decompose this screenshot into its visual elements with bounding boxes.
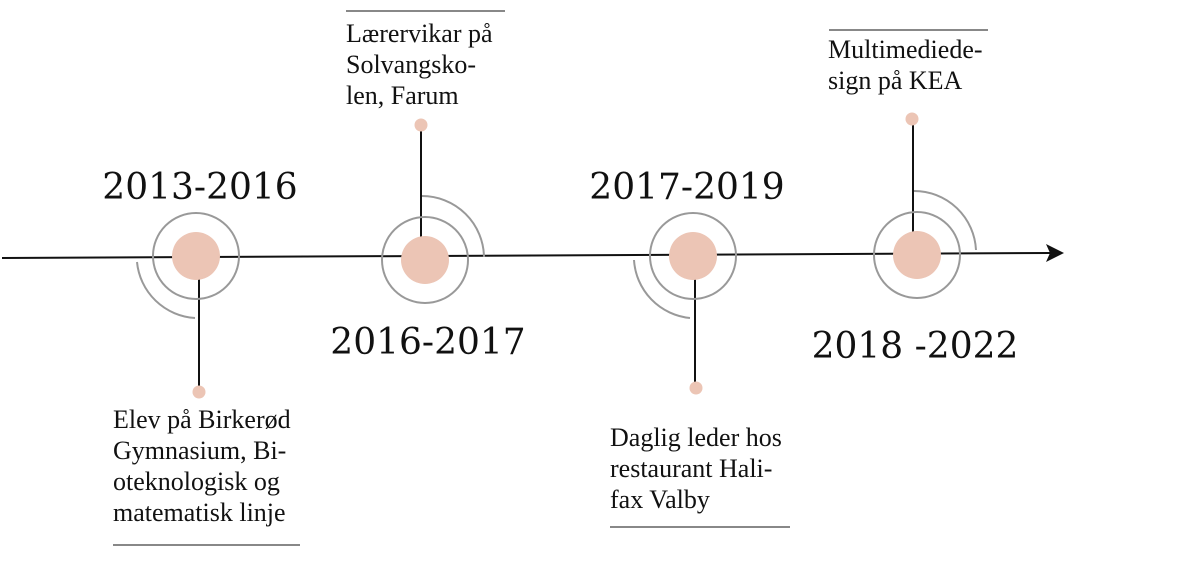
connector-end-dot [905,112,919,126]
event-year: 2017-2019 [589,167,784,208]
event-arc [633,259,691,319]
event-description-kea: Multimediede- sign på KEA [828,35,983,95]
timeline-event-2018-2022: 2018 -2022 [812,112,1019,367]
connector-end-dot [689,381,703,395]
event-arc [421,195,485,258]
event-description-birkerod: Elev på Birkerød Gymnasium, Bi- oteknolo… [113,405,291,527]
connector-end-dot [414,118,428,132]
event-dot [401,236,449,284]
event-dot [669,232,717,280]
event-dot [893,231,941,279]
event-dot [172,232,220,280]
event-year: 2018 -2022 [812,326,1019,367]
event-ring [381,216,469,304]
event-ring [873,211,961,299]
timeline-axis [1,252,1051,259]
connector-end-dot [192,385,206,399]
timeline-arrowhead [1046,244,1064,262]
event-year: 2013-2016 [102,167,297,208]
timeline-event-2017-2019: 2017-2019 [589,167,785,395]
timeline-event-2013-2016: 2013-2016 [102,167,298,399]
event-description-solvangskolen: Lærervikar på Solvangsko- len, Farum [346,19,493,110]
event-arc [136,261,196,319]
event-year: 2016-2017 [330,322,525,363]
event-ring [649,212,737,300]
event-arc [913,189,977,251]
timeline-event-2016-2017: 2016-2017 [330,118,526,363]
event-ring [152,212,240,300]
event-description-halifax: Daglig leder hos restaurant Hali- fax Va… [610,423,782,514]
